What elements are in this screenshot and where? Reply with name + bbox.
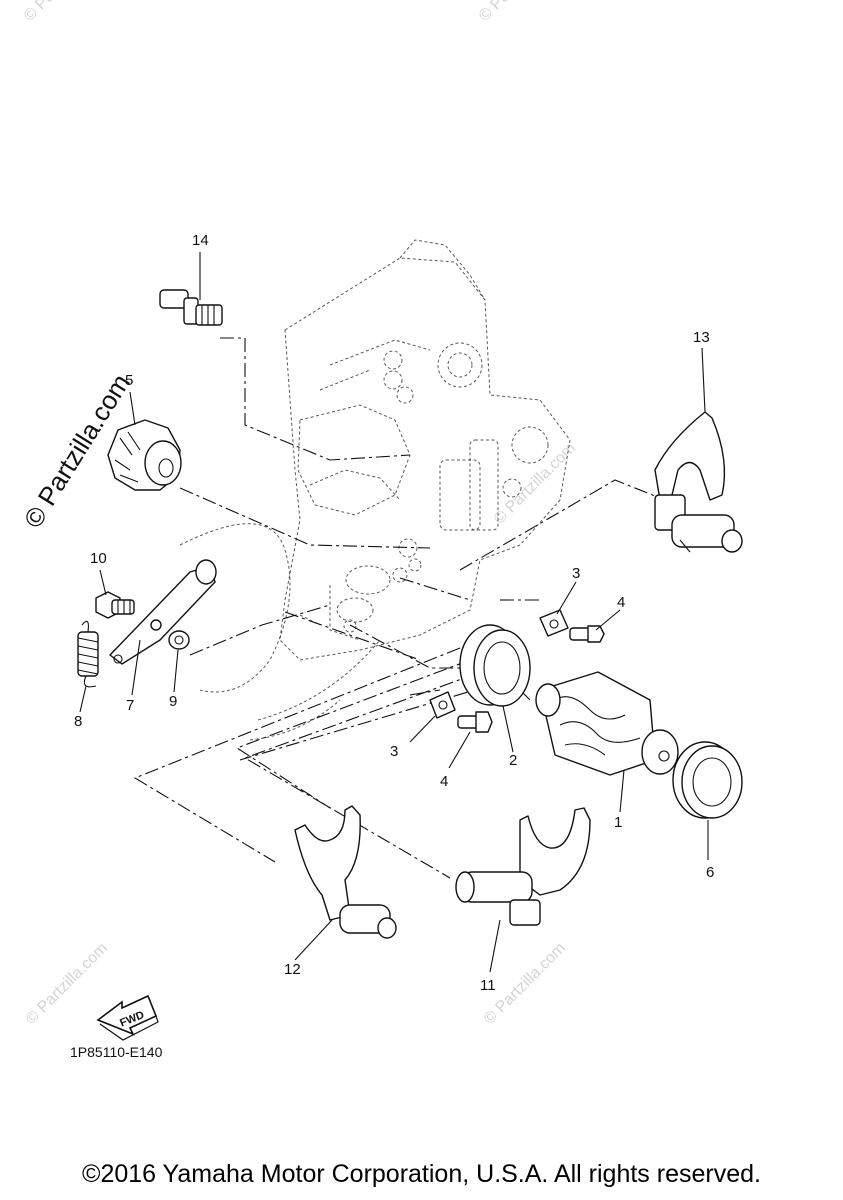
copyright-notice: ©2016 Yamaha Motor Corporation, U.S.A. A…: [82, 1160, 761, 1188]
callout-7: 7: [126, 697, 134, 714]
crankcase-outline: [179, 239, 571, 741]
part-14-bolt[interactable]: [159, 289, 223, 326]
watermark-corner-tr: © Partzilla.com: [476, 0, 564, 25]
watermark-corner-tl: © Partzilla.com: [21, 0, 109, 25]
diagram-code: 1P85110-E140: [70, 1044, 163, 1060]
part-2-bearing[interactable]: [459, 624, 531, 707]
watermark-mid-right: © Partzilla.com: [491, 440, 579, 528]
part-9-washer[interactable]: [168, 630, 190, 650]
part-6-bearing[interactable]: [672, 741, 743, 819]
callout-leaders: [79, 252, 709, 973]
callout-10: 10: [90, 550, 107, 567]
part-7-lever[interactable]: [109, 559, 217, 665]
callout-9: 9: [169, 693, 177, 710]
part-12-shift-fork[interactable]: [294, 805, 397, 939]
callout-labels: 14 13 5 3 4 10 8 7 9 3 4 2 1 6 12 11: [74, 232, 714, 994]
callout-5: 5: [125, 372, 133, 389]
callout-12: 12: [284, 961, 301, 978]
callout-11: 11: [480, 977, 496, 994]
part-4-screw-lower[interactable]: [457, 711, 493, 733]
part-1-shift-drum[interactable]: [535, 671, 679, 776]
part-4-screw-upper[interactable]: [569, 625, 605, 643]
callout-13: 13: [693, 329, 710, 346]
fwd-arrow-icon: FWD: [96, 994, 159, 1041]
callout-3-lower: 3: [390, 743, 398, 760]
callout-4-lower: 4: [440, 773, 448, 790]
callout-6: 6: [706, 864, 714, 881]
part-3-plate-lower[interactable]: [429, 691, 456, 719]
callout-8: 8: [74, 713, 82, 730]
part-5-segment[interactable]: [107, 419, 182, 491]
assembly-lines: [133, 337, 661, 879]
callout-1: 1: [614, 814, 622, 831]
watermark-bottom-left: © Partzilla.com: [23, 940, 111, 1028]
part-11-shift-fork[interactable]: [455, 807, 591, 926]
part-13-shift-fork[interactable]: [654, 411, 743, 553]
callout-3-upper: 3: [572, 565, 580, 582]
part-10-bolt[interactable]: [95, 591, 135, 619]
callout-14: 14: [192, 232, 209, 249]
part-8-spring[interactable]: [77, 620, 99, 688]
callout-4-upper: 4: [617, 594, 625, 611]
callout-2: 2: [509, 752, 517, 769]
part-3-plate-upper[interactable]: [539, 609, 569, 637]
